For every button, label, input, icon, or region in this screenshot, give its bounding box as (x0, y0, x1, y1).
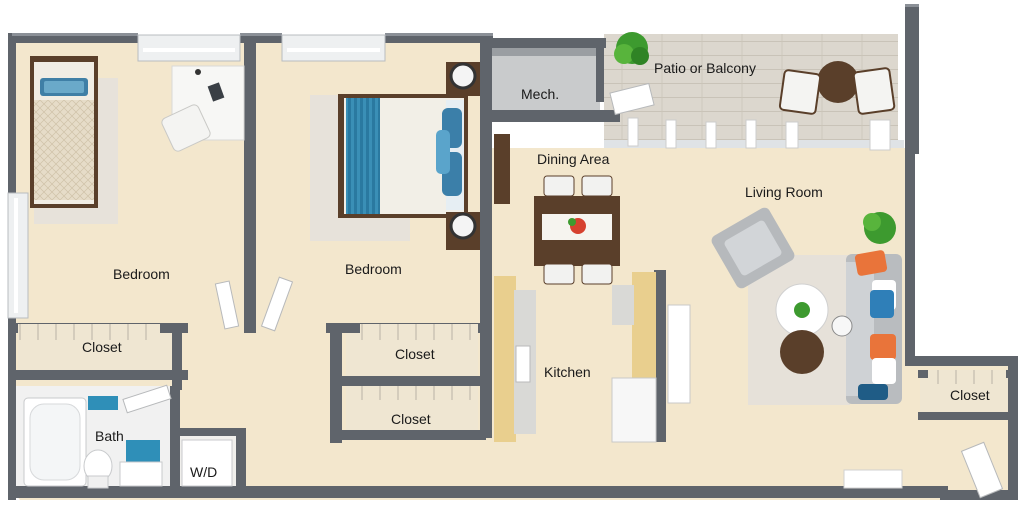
label-bedroom-center: Bedroom (345, 261, 402, 277)
closet-shelves (18, 324, 1008, 430)
queen-bed (338, 94, 468, 218)
dining-set (494, 134, 620, 285)
kitchen-counters (494, 272, 691, 443)
twin-bed (30, 56, 98, 208)
desk-chair (161, 104, 211, 152)
windows (7, 34, 386, 319)
mech-room-floor (492, 46, 600, 114)
living-plant (863, 212, 896, 244)
label-closet-left: Closet (82, 339, 122, 355)
nightstand-lamps (446, 62, 480, 250)
label-closet-center-bottom: Closet (391, 411, 431, 427)
label-bath: Bath (95, 428, 124, 444)
label-living: Living Room (745, 184, 823, 200)
doors (122, 82, 1004, 499)
label-laundry: W/D (190, 464, 218, 480)
mech-equipment (492, 48, 596, 56)
label-closet-center-top: Closet (395, 346, 435, 362)
label-patio: Patio or Balcony (654, 60, 756, 76)
label-kitchen: Kitchen (544, 364, 591, 380)
patio-furniture (614, 32, 896, 151)
bath-fixtures (23, 396, 163, 489)
walls (8, 4, 1018, 500)
label-mech: Mech. (521, 86, 560, 102)
label-dining: Dining Area (537, 151, 610, 167)
patio-plant (614, 32, 649, 65)
label-closet-right: Closet (950, 387, 990, 403)
wall-tops (12, 4, 919, 36)
living-furniture (711, 207, 903, 489)
washer-dryer (181, 439, 233, 487)
label-bedroom-left: Bedroom (113, 266, 170, 282)
